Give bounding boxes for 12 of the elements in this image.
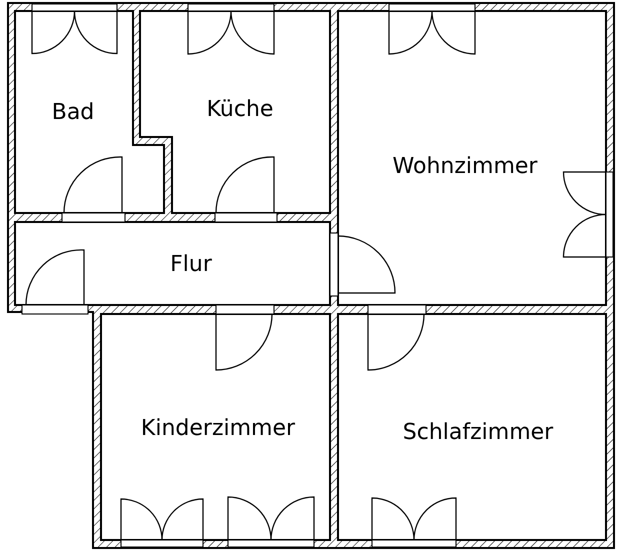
- room-label: Küche: [206, 96, 274, 124]
- room: [15, 11, 164, 213]
- room: [101, 314, 330, 540]
- room-label: Kinderzimmer: [140, 416, 296, 442]
- room: [338, 314, 606, 540]
- room: [338, 11, 606, 305]
- room: [140, 11, 330, 213]
- room-label: Schlafzimmer: [402, 420, 554, 446]
- room: [15, 222, 330, 305]
- room-label: Flur: [170, 252, 212, 278]
- room-label: Bad: [52, 100, 94, 126]
- room-label: Wohnzimmer: [392, 154, 538, 180]
